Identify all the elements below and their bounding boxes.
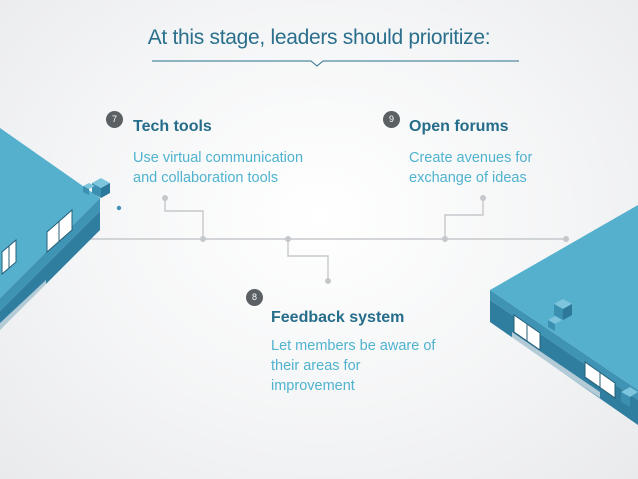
step-badge-8: 8 bbox=[246, 289, 263, 306]
item-desc-tech-tools: Use virtual communication and collaborat… bbox=[133, 148, 303, 188]
desc-line: Create avenues for bbox=[409, 150, 533, 166]
left-building-boxes bbox=[83, 178, 110, 198]
desc-line: Let members be aware of bbox=[271, 338, 436, 354]
desc-line: their areas for bbox=[271, 358, 361, 374]
title-underline bbox=[152, 60, 519, 67]
item-desc-feedback-system: Let members be aware of their areas for … bbox=[271, 336, 435, 396]
connector-lines bbox=[55, 198, 565, 280]
right-building-illustration bbox=[490, 205, 638, 425]
desc-line: Use virtual communication bbox=[133, 150, 304, 166]
desc-line: improvement bbox=[271, 378, 355, 394]
item-title-feedback-system: Feedback system bbox=[271, 309, 405, 326]
left-building-illustration bbox=[0, 128, 122, 330]
right-building-boxes bbox=[548, 299, 638, 407]
item-title-open-forums: Open forums bbox=[409, 118, 509, 135]
item-title-tech-tools: Tech tools bbox=[133, 118, 212, 135]
desc-line: and collaboration tools bbox=[133, 170, 279, 186]
connector-nodes bbox=[162, 195, 569, 284]
page-title: At this stage, leaders should prioritize… bbox=[147, 26, 491, 49]
desc-line: exchange of ideas bbox=[409, 170, 527, 186]
item-desc-open-forums: Create avenues for exchange of ideas bbox=[409, 148, 532, 188]
step-badge-9: 9 bbox=[383, 111, 400, 128]
step-badge-7: 7 bbox=[106, 111, 123, 128]
